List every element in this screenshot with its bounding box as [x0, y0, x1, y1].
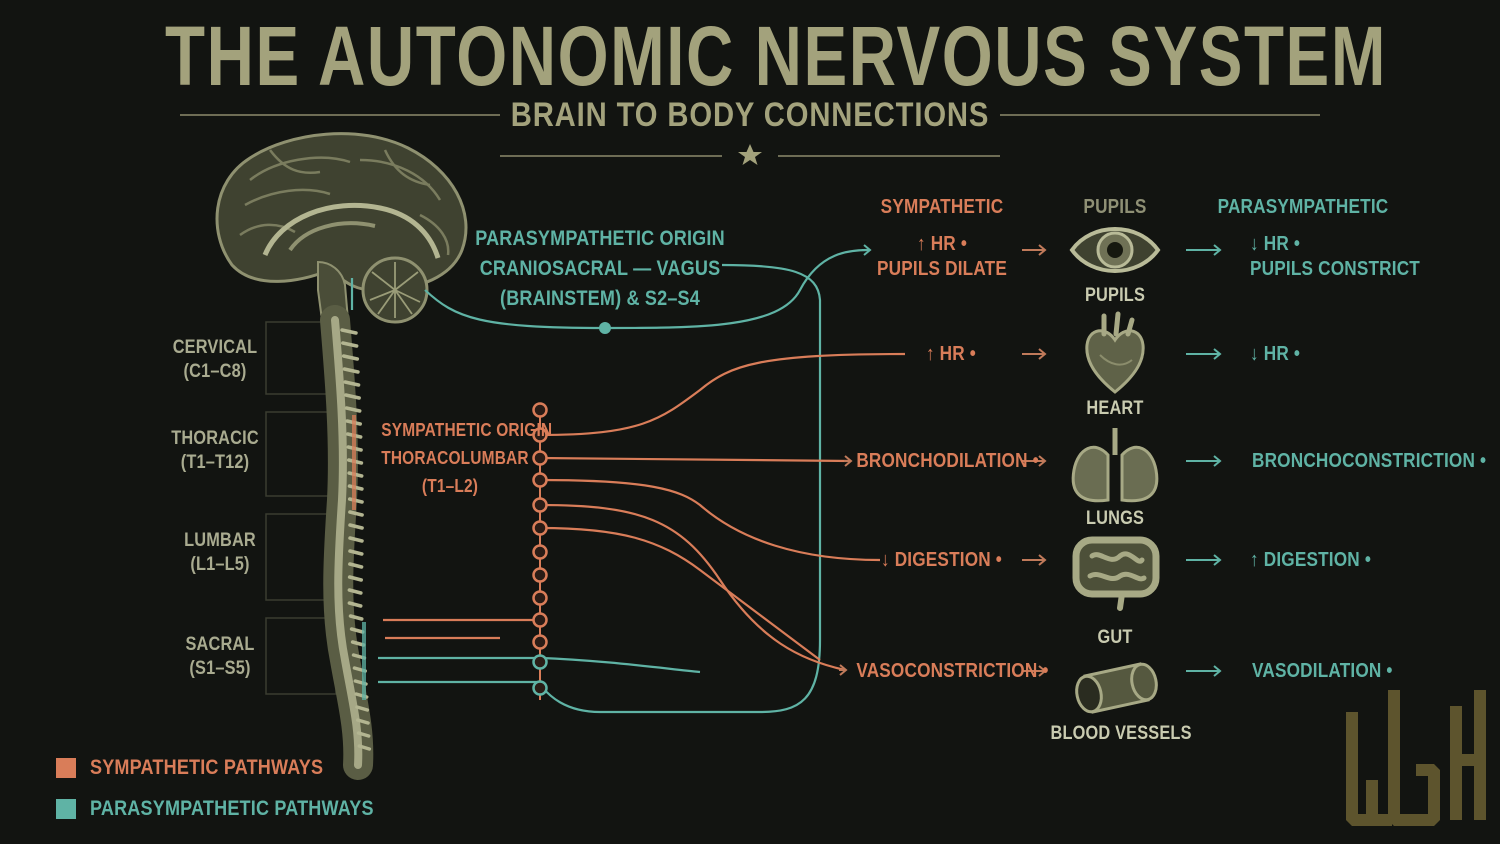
ganglion-node — [532, 612, 548, 628]
legend-label-sympathetic: SYMPATHETIC PATHWAYS — [90, 756, 324, 779]
blood-vessels-sympathetic-effect: VASOCONSTRICTION • — [856, 660, 1049, 682]
vertebra — [347, 588, 363, 595]
vertebra — [348, 536, 364, 543]
organ-label-gut: GUT — [1097, 627, 1133, 648]
legend-swatch-parasympathetic — [56, 799, 76, 819]
parasympathetic-pathways — [350, 248, 869, 714]
organ-label-lungs: LUNGS — [1085, 508, 1145, 529]
pupils-parasympathetic-effect: ↓ HR •PUPILS CONSTRICT — [1250, 233, 1420, 280]
organ-label-blood-vessels: BLOOD VESSELS — [1050, 723, 1192, 744]
gut-parasympathetic-effect: ↑ DIGESTION • — [1250, 549, 1372, 571]
segment-label-thoracic: THORACIC(T1–T12) — [171, 428, 259, 473]
brain-icon — [215, 132, 468, 324]
ganglion-node — [532, 654, 548, 670]
vertebra — [344, 406, 362, 413]
vertebra — [356, 718, 370, 725]
vertebra — [356, 731, 371, 738]
vertebra — [348, 549, 364, 556]
logo-mark — [1346, 690, 1486, 826]
gut-icon — [1072, 536, 1160, 611]
subtitle-ornament — [180, 114, 1320, 157]
flow-arrows — [839, 244, 1047, 677]
ganglion-node — [532, 520, 548, 536]
sympathetic-origin-label: SYMPATHETIC ORIGIN THORACOLUMBAR (T1–L2) — [381, 420, 553, 496]
segment-label-cervical: CERVICAL(C1–C8) — [172, 337, 258, 382]
blood-vessels-parasympathetic-effect: VASODILATION • — [1252, 660, 1393, 682]
page-title: THE AUTONOMIC NERVOUS SYSTEM — [165, 9, 1387, 103]
sympathetic-column-header: SYMPATHETIC — [880, 196, 1004, 218]
vertebra — [340, 328, 358, 335]
legend-label-parasympathetic: PARASYMPATHETIC PATHWAYS — [90, 797, 374, 820]
vertebra — [348, 614, 364, 621]
vertebra — [343, 380, 361, 387]
star-icon — [738, 144, 762, 165]
vertebra — [342, 367, 360, 374]
ganglion-node — [532, 427, 548, 443]
ganglion-node — [532, 450, 548, 466]
lungs-icon — [1071, 428, 1159, 503]
vertebra — [347, 601, 363, 608]
ganglion-node — [532, 497, 548, 513]
spinal-column — [320, 305, 374, 780]
gut-sympathetic-effect: ↓ DIGESTION • — [880, 549, 1002, 571]
organ-label-pupils: PUPILS — [1084, 285, 1146, 306]
segment-label-lumbar: LUMBAR(L1–L5) — [184, 530, 256, 575]
ganglion-node — [532, 402, 548, 418]
vertebra — [357, 744, 372, 751]
heart-sympathetic-effect: ↑ HR • — [925, 343, 976, 365]
heart-icon — [1085, 311, 1145, 394]
blood-vessel-icon — [1075, 662, 1158, 714]
vertebra — [341, 341, 359, 348]
page-subtitle: BRAIN TO BODY CONNECTIONS — [510, 96, 990, 134]
heart-parasympathetic-effect: ↓ HR • — [1250, 343, 1301, 365]
vertebra — [348, 562, 364, 569]
ganglion-node — [532, 590, 548, 606]
lungs-parasympathetic-effect: BRONCHOCONSTRICTION • — [1252, 450, 1487, 472]
legend-swatch-sympathetic — [56, 758, 76, 778]
sympathetic-pathways — [383, 352, 906, 672]
ganglion-node — [532, 634, 548, 650]
ganglion-node — [532, 544, 548, 560]
vertebra — [348, 523, 364, 530]
pupils-sympathetic-effect: ↑ HR •PUPILS DILATE — [877, 233, 1007, 280]
vertebra — [341, 354, 360, 361]
vertebra — [355, 705, 370, 712]
ganglion-node — [532, 567, 548, 583]
vertebra — [350, 640, 366, 647]
vertebra — [344, 393, 361, 400]
segment-label-sacral: SACRAL(S1–S5) — [185, 634, 255, 679]
parasympathetic-column-header: PARASYMPATHETIC — [1217, 196, 1389, 218]
eye-icon — [1069, 227, 1161, 273]
organ-column-header: PUPILS — [1083, 196, 1147, 218]
parasympathetic-origin-label: PARASYMPATHETIC ORIGIN CRANIOSACRAL — VA… — [475, 227, 725, 310]
vertebra — [347, 575, 364, 582]
sympathetic-ganglion-chain — [532, 322, 611, 700]
lungs-sympathetic-effect: BRONCHODILATION • — [856, 450, 1039, 472]
ganglion-node — [532, 680, 548, 696]
vertebra — [348, 510, 364, 517]
vertebra — [349, 627, 365, 634]
parasympathetic-arrows — [862, 244, 1222, 677]
ganglion-node — [532, 472, 548, 488]
organ-label-heart: HEART — [1086, 398, 1144, 419]
